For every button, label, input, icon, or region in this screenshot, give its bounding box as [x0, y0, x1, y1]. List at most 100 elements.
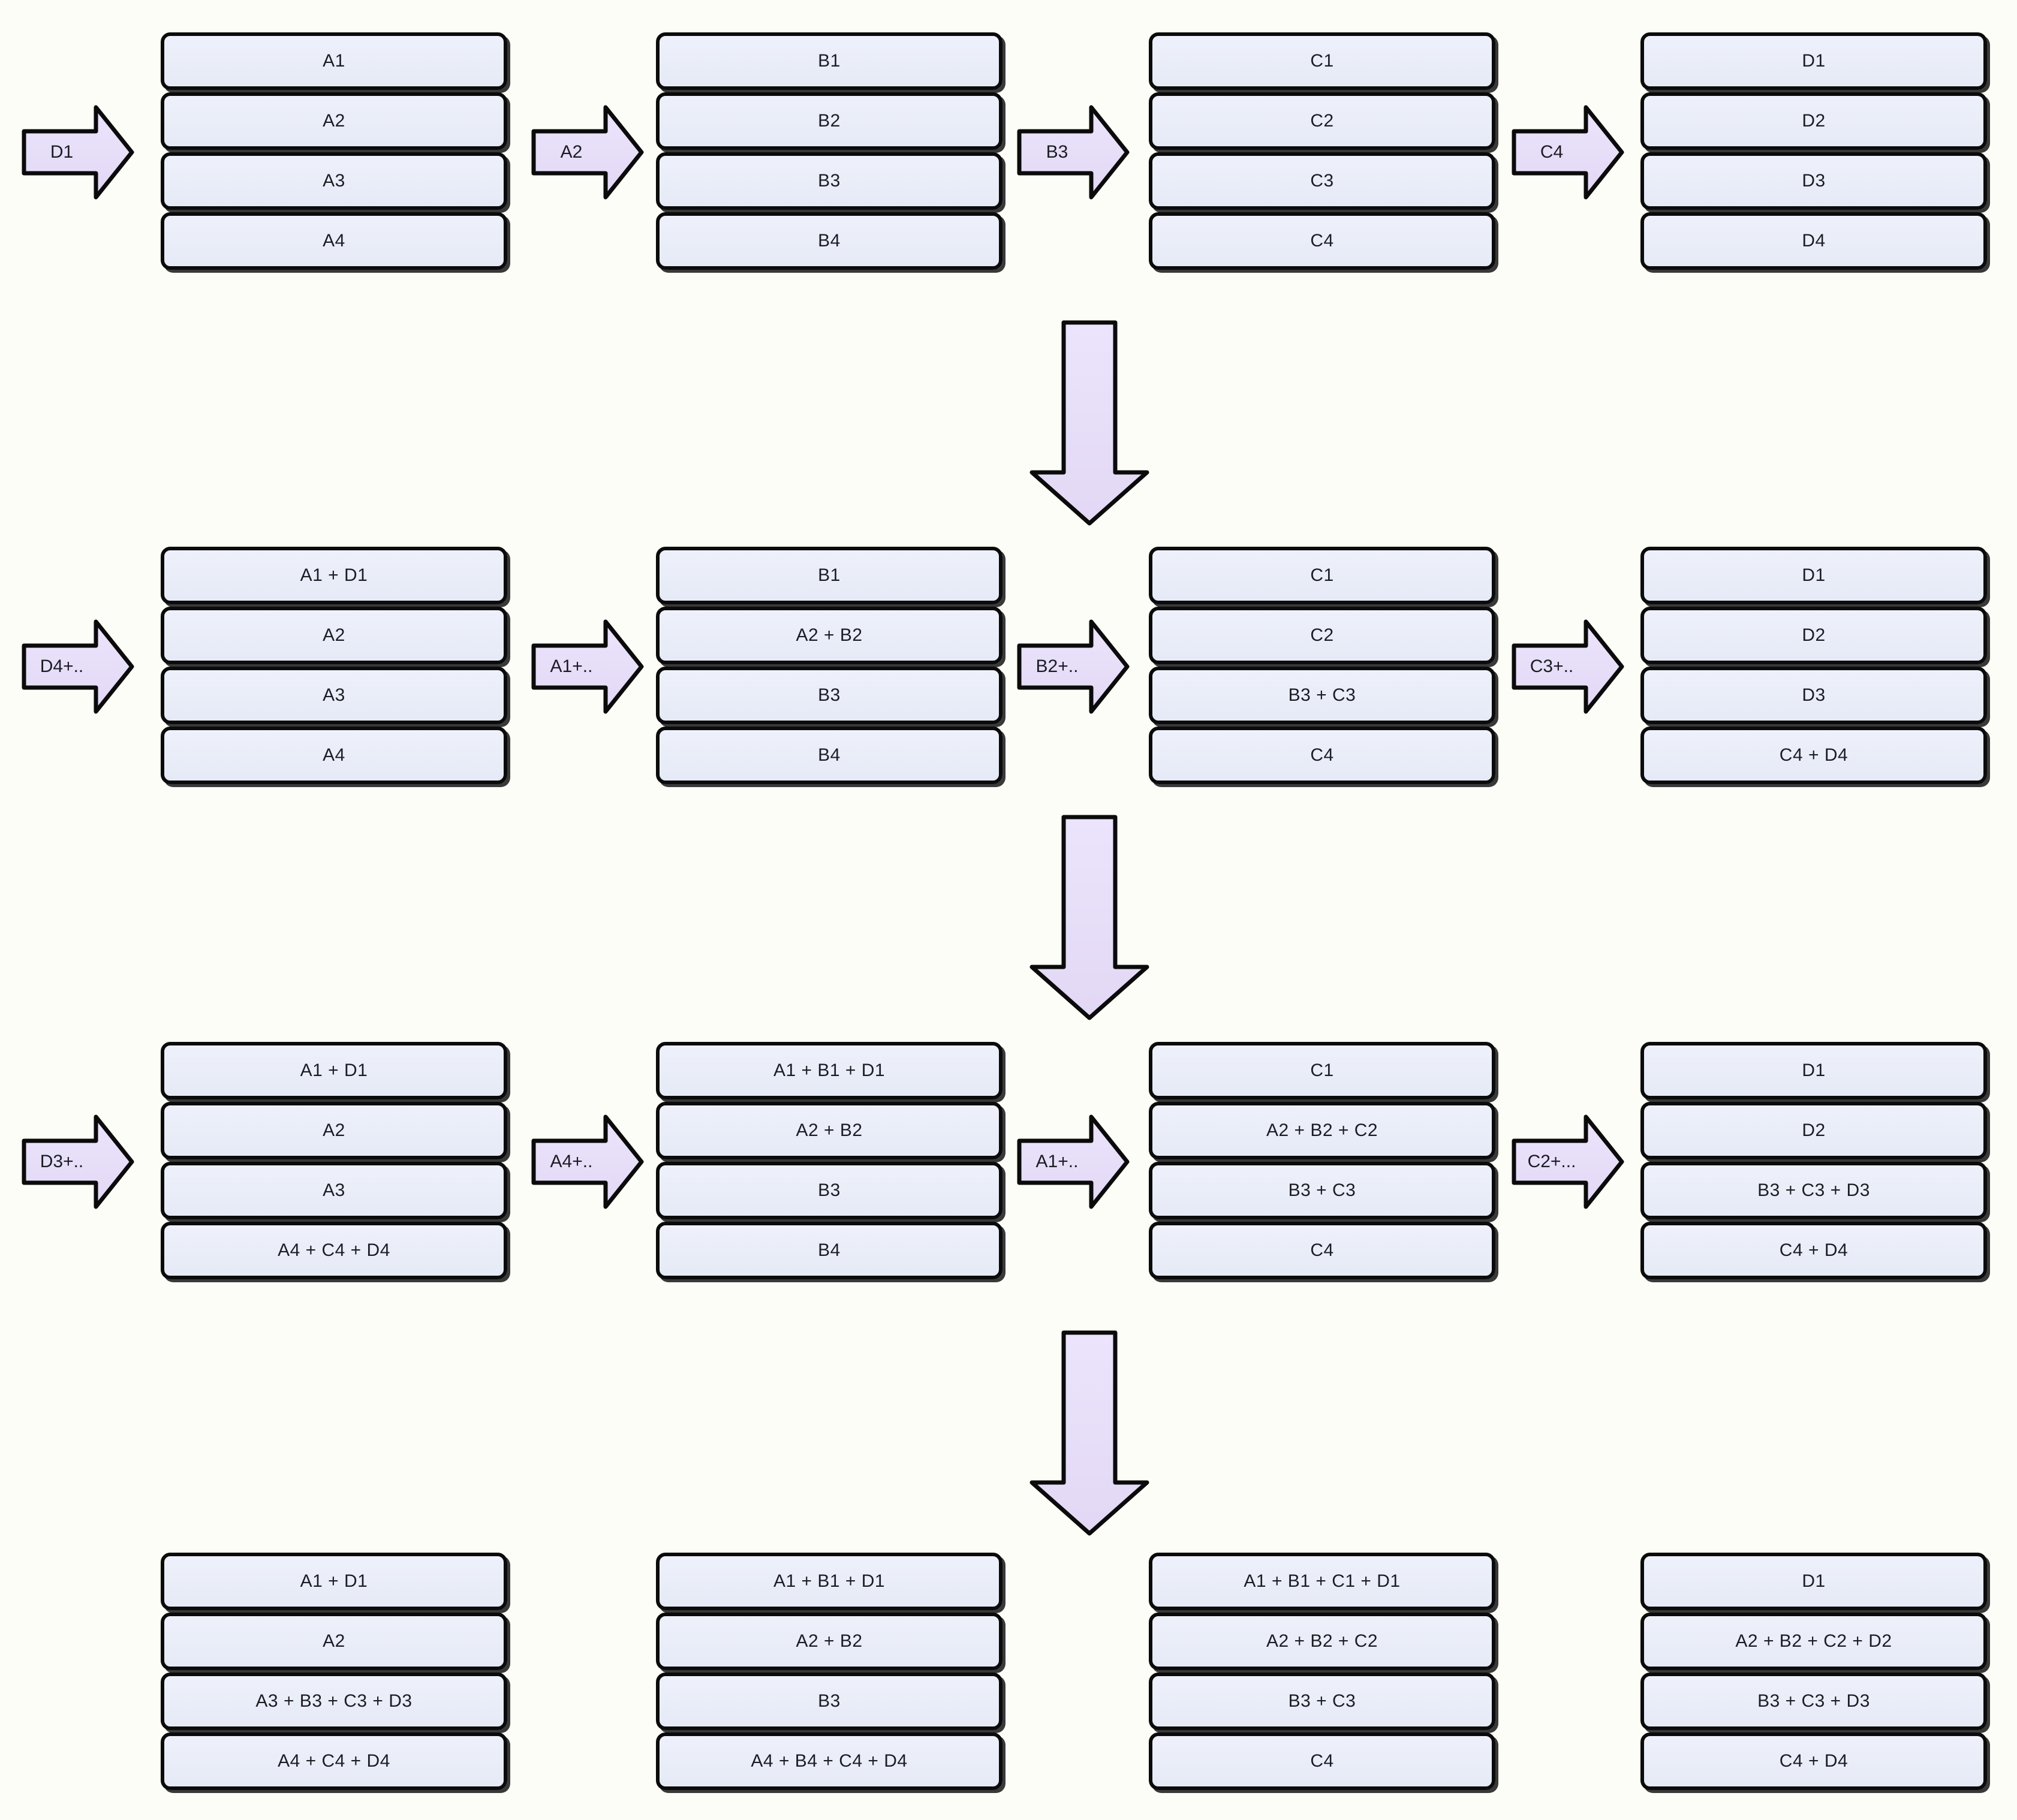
chunk-cell: C1: [1149, 1042, 1495, 1099]
chunk-cell: A4: [161, 212, 507, 270]
right-arrow-icon: [1512, 105, 1624, 200]
chunk-cell: A1 + D1: [161, 1553, 507, 1610]
send-arrow-label: D1: [50, 142, 74, 162]
right-arrow-icon: [1512, 1114, 1624, 1209]
send-arrow-label: A1+..: [550, 656, 593, 676]
chunk-cell: A3: [161, 152, 507, 210]
right-arrow-icon: [531, 619, 644, 714]
chunk-cell: A1: [161, 32, 507, 90]
machine-d-buffer: D1 D2 D3 D4: [1640, 32, 1987, 270]
next-step-arrow: [1029, 1330, 1149, 1536]
chunk-cell: D1: [1640, 547, 1987, 604]
chunk-cell: B3 + C3: [1149, 1162, 1495, 1219]
send-arrow-label: B3: [1046, 142, 1068, 162]
step-row-2: D4+.. A1 + D1 A2 A3 A4 A1+.. B1 A2 + B2 …: [0, 547, 2017, 787]
chunk-cell: A2 + B2 + C2 + D2: [1640, 1613, 1987, 1670]
step-row-3: D3+.. A1 + D1 A2 A3 A4 + C4 + D4 A4+.. A…: [0, 1042, 2017, 1282]
chunk-cell: C4: [1149, 727, 1495, 784]
right-arrow-icon: [22, 105, 134, 200]
chunk-cell: C4 + D4: [1640, 1732, 1987, 1790]
send-arrow-label: D3+..: [40, 1152, 84, 1171]
chunk-cell: A1 + D1: [161, 1042, 507, 1099]
chunk-cell: A2: [161, 92, 507, 150]
chunk-cell: C3: [1149, 152, 1495, 210]
right-arrow-icon: [1512, 619, 1624, 714]
next-step-arrow: [1029, 320, 1149, 526]
machine-d-buffer: D1 D2 D3 C4 + D4: [1640, 547, 1987, 784]
chunk-cell: D3: [1640, 667, 1987, 724]
send-arrow: D4+..: [22, 619, 134, 714]
send-arrow-label: A1+..: [1035, 1152, 1079, 1171]
send-arrow-label: C2+...: [1527, 1152, 1576, 1171]
send-arrow: B3: [1017, 105, 1130, 200]
chunk-cell: B4: [656, 727, 1003, 784]
down-arrow-icon: [1029, 320, 1149, 526]
send-arrow: B2+..: [1017, 619, 1130, 714]
chunk-cell: B4: [656, 1222, 1003, 1279]
machine-b-buffer: A1 + B1 + D1 A2 + B2 B3 B4: [656, 1042, 1003, 1279]
chunk-cell: A2 + B2 + C2: [1149, 1613, 1495, 1670]
chunk-cell: A1 + B1 + C1 + D1: [1149, 1553, 1495, 1610]
machine-a-buffer: A1 + D1 A2 A3 A4: [161, 547, 507, 784]
send-arrow: A2: [531, 105, 644, 200]
chunk-cell: A2 + B2: [656, 1613, 1003, 1670]
right-arrow-icon: [531, 1114, 644, 1209]
chunk-cell: A3: [161, 667, 507, 724]
machine-d-buffer: D1 A2 + B2 + C2 + D2 B3 + C3 + D3 C4 + D…: [1640, 1553, 1987, 1790]
send-arrow-label: C4: [1540, 142, 1564, 162]
chunk-cell: A4: [161, 727, 507, 784]
chunk-cell: C4: [1149, 212, 1495, 270]
machine-d-buffer: D1 D2 B3 + C3 + D3 C4 + D4: [1640, 1042, 1987, 1279]
chunk-cell: A1 + B1 + D1: [656, 1553, 1003, 1610]
machine-c-buffer: C1 C2 B3 + C3 C4: [1149, 547, 1495, 784]
machine-a-buffer: A1 + D1 A2 A3 A4 + C4 + D4: [161, 1042, 507, 1279]
chunk-cell: A2: [161, 607, 507, 664]
send-arrow: C2+...: [1512, 1114, 1624, 1209]
machine-b-buffer: B1 B2 B3 B4: [656, 32, 1003, 270]
chunk-cell: B3 + C3 + D3: [1640, 1673, 1987, 1730]
chunk-cell: A3 + B3 + C3 + D3: [161, 1673, 507, 1730]
send-arrow-label: C3+..: [1530, 656, 1574, 676]
chunk-cell: D2: [1640, 92, 1987, 150]
chunk-cell: D3: [1640, 152, 1987, 210]
chunk-cell: C1: [1149, 32, 1495, 90]
machine-b-buffer: A1 + B1 + D1 A2 + B2 B3 A4 + B4 + C4 + D…: [656, 1553, 1003, 1790]
chunk-cell: D4: [1640, 212, 1987, 270]
send-arrow: C3+..: [1512, 619, 1624, 714]
chunk-cell: D2: [1640, 607, 1987, 664]
chunk-cell: A2 + B2 + C2: [1149, 1102, 1495, 1159]
chunk-cell: A2: [161, 1613, 507, 1670]
chunk-cell: B3 + C3: [1149, 1673, 1495, 1730]
chunk-cell: B3: [656, 152, 1003, 210]
chunk-cell: A2 + B2: [656, 607, 1003, 664]
send-arrow: A4+..: [531, 1114, 644, 1209]
machine-a-buffer: A1 A2 A3 A4: [161, 32, 507, 270]
send-arrow: C4: [1512, 105, 1624, 200]
down-arrow-icon: [1029, 815, 1149, 1020]
chunk-cell: D1: [1640, 32, 1987, 90]
right-arrow-icon: [22, 619, 134, 714]
chunk-cell: A2: [161, 1102, 507, 1159]
chunk-cell: B2: [656, 92, 1003, 150]
send-arrow: D3+..: [22, 1114, 134, 1209]
send-arrow: D1: [22, 105, 134, 200]
chunk-cell: C4: [1149, 1732, 1495, 1790]
machine-a-buffer: A1 + D1 A2 A3 + B3 + C3 + D3 A4 + C4 + D…: [161, 1553, 507, 1790]
chunk-cell: B3 + C3 + D3: [1640, 1162, 1987, 1219]
chunk-cell: A4 + C4 + D4: [161, 1222, 507, 1279]
chunk-cell: B1: [656, 32, 1003, 90]
right-arrow-icon: [531, 105, 644, 200]
chunk-cell: A1 + B1 + D1: [656, 1042, 1003, 1099]
chunk-cell: B3: [656, 667, 1003, 724]
chunk-cell: D2: [1640, 1102, 1987, 1159]
machine-c-buffer: A1 + B1 + C1 + D1 A2 + B2 + C2 B3 + C3 C…: [1149, 1553, 1495, 1790]
chunk-cell: C2: [1149, 92, 1495, 150]
send-arrow: A1+..: [1017, 1114, 1130, 1209]
chunk-cell: C2: [1149, 607, 1495, 664]
next-step-arrow: [1029, 815, 1149, 1020]
machine-b-buffer: B1 A2 + B2 B3 B4: [656, 547, 1003, 784]
send-arrow: A1+..: [531, 619, 644, 714]
chunk-cell: C4 + D4: [1640, 1222, 1987, 1279]
step-row-1: D1 A1 A2 A3 A4 A2 B1 B2 B3 B4 B3 C1 C2 C…: [0, 32, 2017, 272]
